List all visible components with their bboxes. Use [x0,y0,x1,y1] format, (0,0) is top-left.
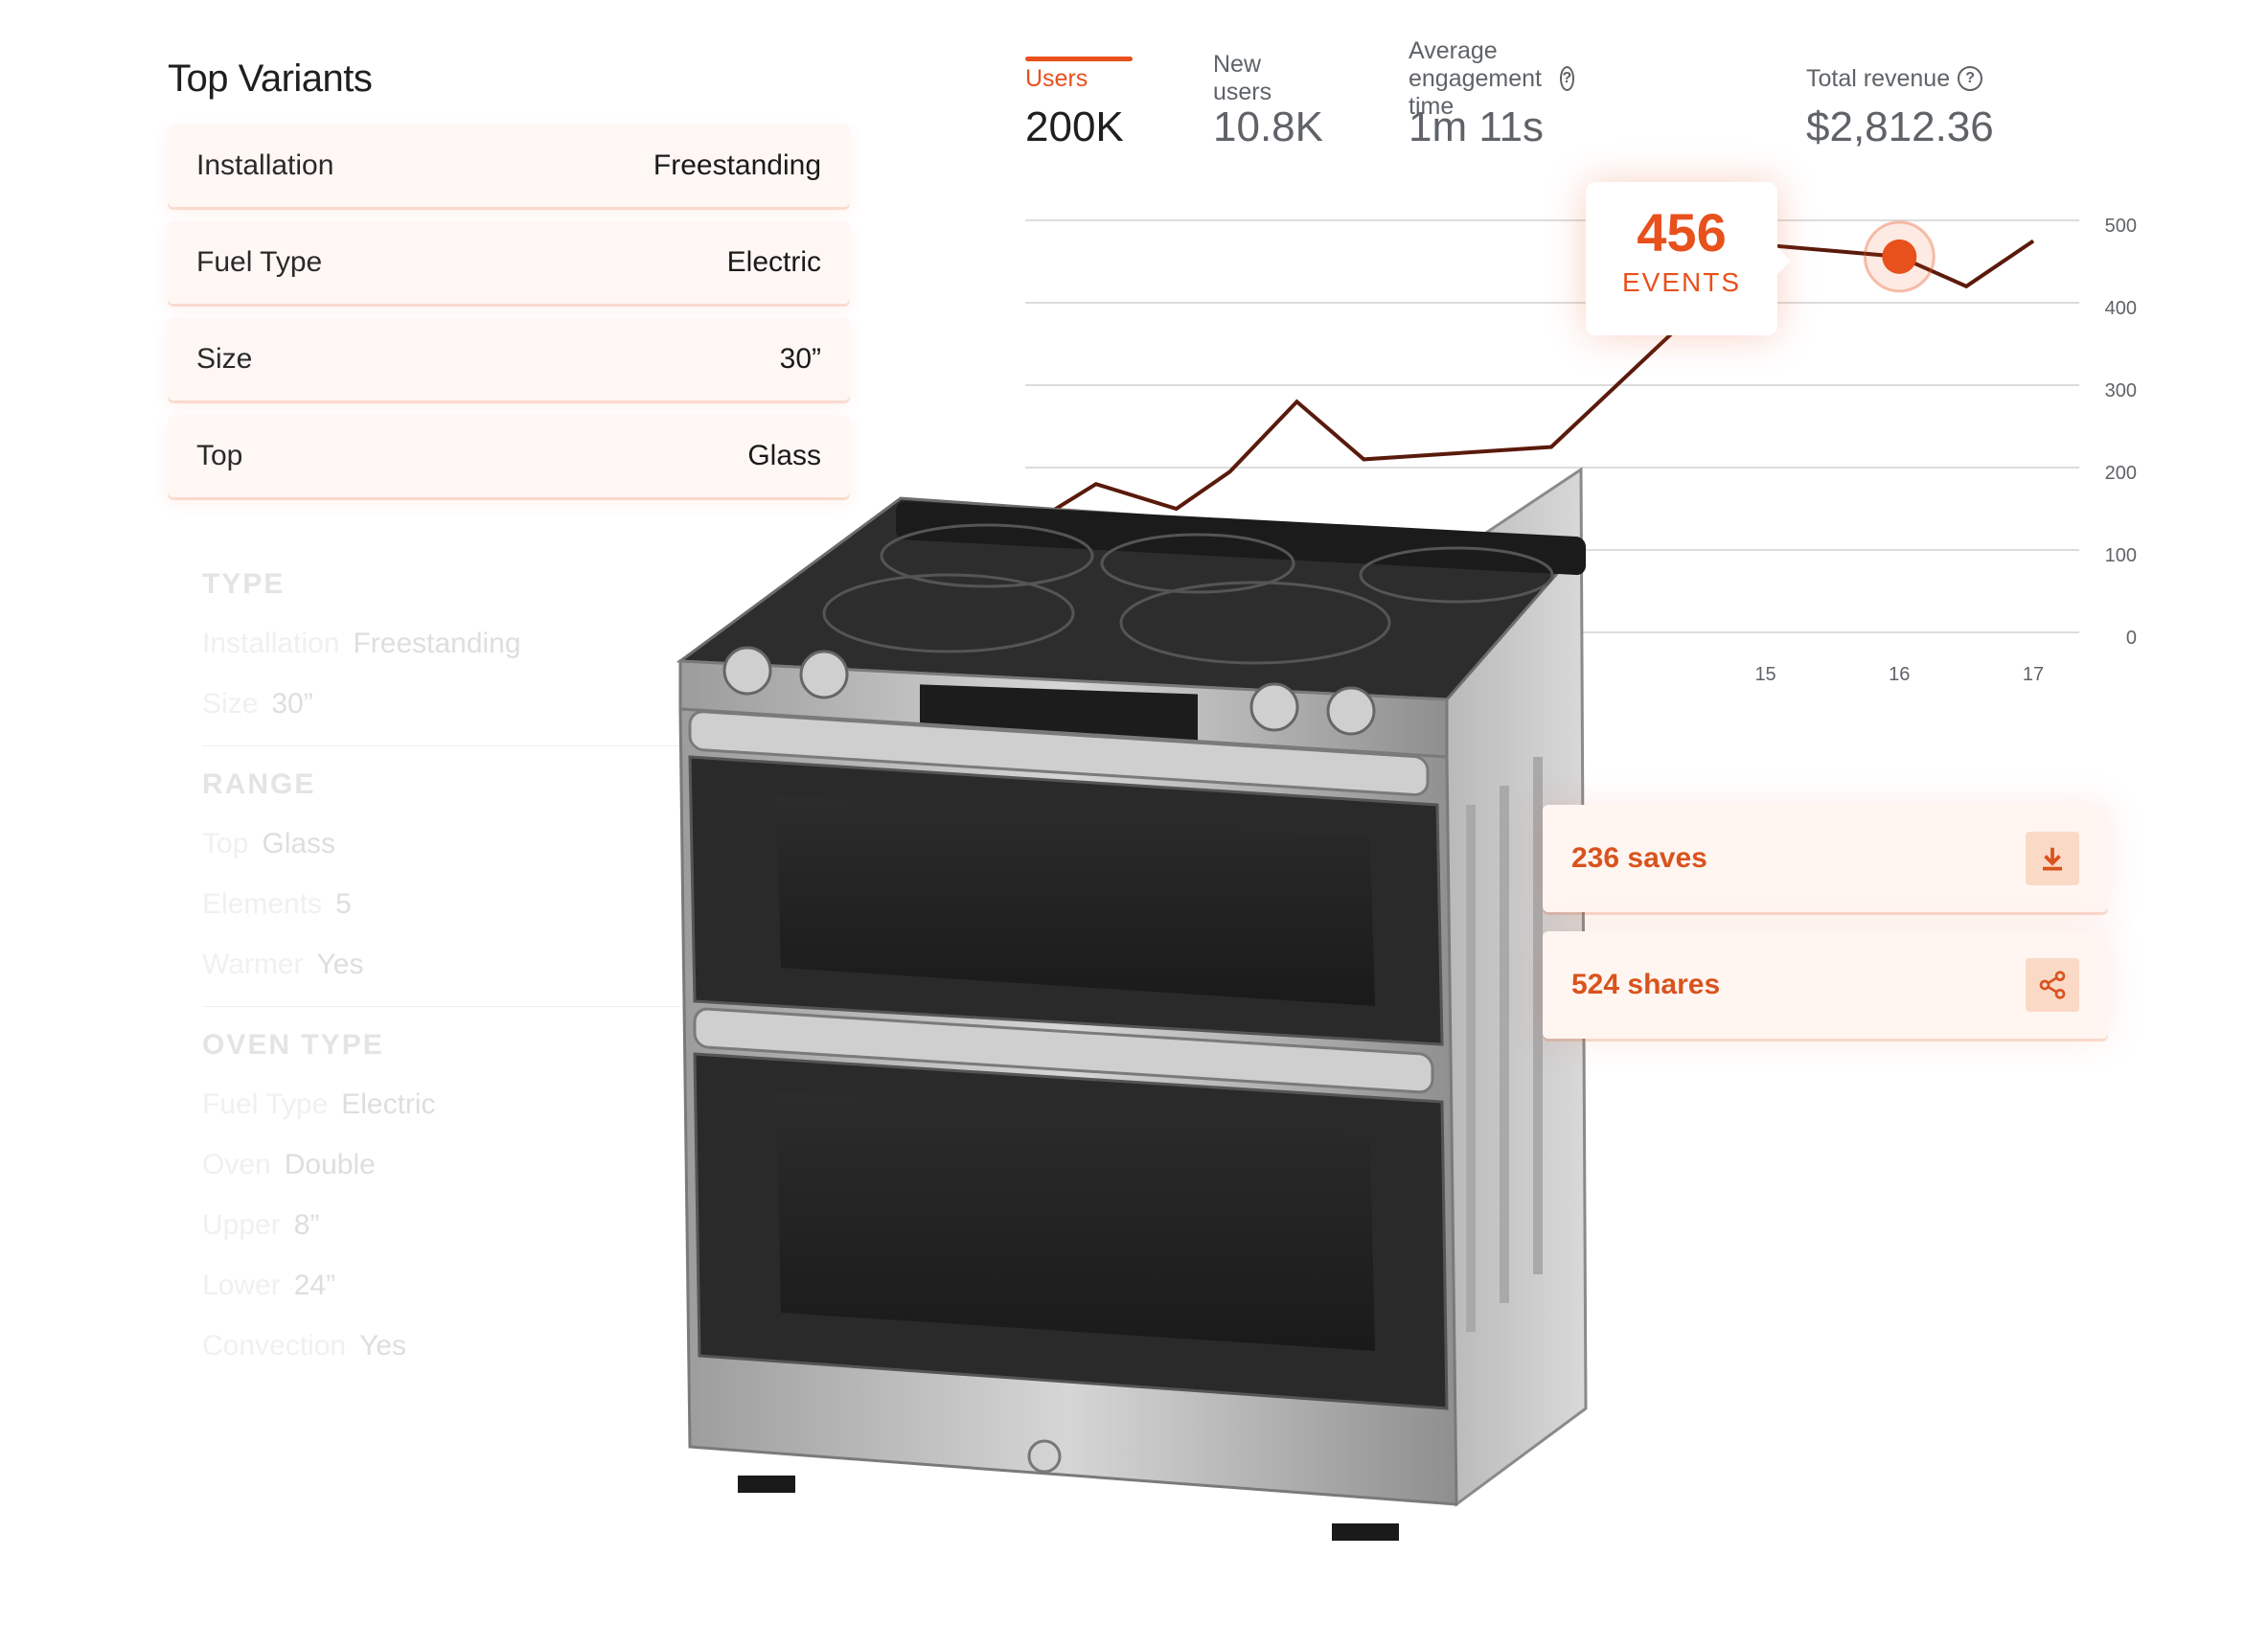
spec-value: Yes [359,1330,407,1362]
spec-key: Installation [202,628,340,659]
help-icon[interactable]: ? [1559,66,1575,91]
spec-key: Warmer [202,949,304,980]
y-tick-label: 0 [2126,628,2137,649]
events-tooltip: 456 EVENTS [1586,182,1791,335]
y-tick-label: 300 [2105,380,2137,401]
spec-row: Installation Freestanding [202,613,700,674]
tab-new-users[interactable]: New users 10.8K [1213,51,1323,151]
spec-row: Lower 24” [202,1255,700,1316]
metric-label-text: Total revenue [1806,64,1951,92]
spec-divider [202,745,700,746]
spec-divider [202,1006,700,1007]
top-variants-list: Installation Freestanding Fuel Type Elec… [168,125,850,512]
spec-row: Fuel Type Electric [202,1074,700,1134]
help-icon[interactable]: ? [1958,66,1983,91]
variant-value: Glass [747,440,821,471]
x-tick-label: 15 [1754,664,1775,685]
shares-label: 524 shares [1571,969,1721,1000]
spec-value: 5 [335,888,352,920]
download-icon [2043,847,2062,871]
spec-key: Top [202,828,249,859]
share-icon [2039,971,2066,999]
variant-value: Electric [726,246,821,278]
tab-average-engagement-time[interactable]: Average engagement time? 1m 11s [1409,37,1575,151]
tooltip-label: EVENTS [1621,267,1742,297]
variant-row-installation[interactable]: Installation Freestanding [168,125,850,207]
metric-value: $2,812.36 [1806,103,1994,150]
spec-value: 24” [293,1270,336,1301]
variant-key: Top [196,440,243,471]
variant-value: Freestanding [653,149,821,181]
variant-row-fuel-type[interactable]: Fuel Type Electric [168,221,850,304]
range-oven-image [676,467,1588,1541]
spec-key: Fuel Type [202,1088,329,1120]
metric-label: Users [1025,59,1124,98]
spec-row: Warmer Yes [202,934,700,995]
variant-row-top[interactable]: Top Glass [168,415,850,497]
spec-key: Convection [202,1330,347,1362]
tooltip-value: 456 [1637,202,1727,263]
tab-users[interactable]: Users 200K [1025,57,1133,151]
metric-value: 1m 11s [1409,103,1545,150]
spec-heading-range: RANGE [202,768,316,800]
variant-key: Fuel Type [196,246,323,278]
metric-label-text: New users [1213,51,1272,105]
spec-value: Electric [341,1088,436,1120]
tooltip-pointer [1777,247,1791,274]
metric-label: Total revenue? [1806,59,1994,98]
spec-key: Lower [202,1270,281,1301]
series-line [1014,239,2035,536]
spec-list: TYPE Installation Freestanding Size 30” RA… [202,546,700,1376]
spec-key: Size [202,688,259,720]
saves-card[interactable]: 236 saves [1543,805,2108,912]
tab-total-revenue[interactable]: Total revenue? $2,812.36 [1806,59,1994,151]
variant-row-size[interactable]: Size 30” [168,318,850,401]
spec-heading-type: TYPE [202,568,286,600]
spec-value: Freestanding [353,628,521,659]
spec-key: Oven [202,1149,271,1180]
y-tick-label: 100 [2105,545,2137,566]
x-tick-label: 16 [1889,664,1910,685]
metric-label-text: Users [1025,64,1088,92]
variant-value: 30” [779,343,821,375]
y-tick-label: 500 [2105,216,2137,237]
shares-card[interactable]: 524 shares [1543,931,2108,1039]
spec-row: Oven Double [202,1134,700,1195]
variant-key: Size [196,343,253,375]
spec-row: Convection Yes [202,1316,700,1376]
spec-value: 8” [293,1209,320,1241]
saves-label: 236 saves [1571,842,1707,874]
metric-label: New users [1213,51,1323,105]
metric-label-text: Average engagement time [1409,36,1543,120]
spec-key: Upper [202,1209,281,1241]
x-tick-label: 17 [2023,664,2044,685]
share-button[interactable] [2026,958,2079,1012]
metric-label: Average engagement time? [1409,37,1575,120]
y-tick-label: 400 [2105,298,2137,319]
spec-value: 30” [271,688,313,720]
spec-value: Double [284,1149,376,1180]
top-variants-title: Top Variants [168,57,373,100]
spec-value: Yes [316,949,364,980]
spec-row: Size 30” [202,674,700,734]
highlight-point[interactable] [1882,239,1917,274]
metric-value: 200K [1025,103,1124,150]
spec-value: Glass [262,828,336,859]
spec-heading-oven-type: OVEN TYPE [202,1029,384,1061]
active-tab-indicator [1025,57,1133,61]
engagement-actions: 236 saves 524 shares [1543,805,2108,1058]
spec-key: Elements [202,888,323,920]
download-button[interactable] [2026,832,2079,885]
metric-value: 10.8K [1213,103,1323,150]
spec-row: Elements 5 [202,874,700,934]
spec-row: Upper 8” [202,1195,700,1255]
y-tick-label: 200 [2105,463,2137,484]
variant-key: Installation [196,149,334,181]
spec-row: Top Glass [202,813,700,874]
